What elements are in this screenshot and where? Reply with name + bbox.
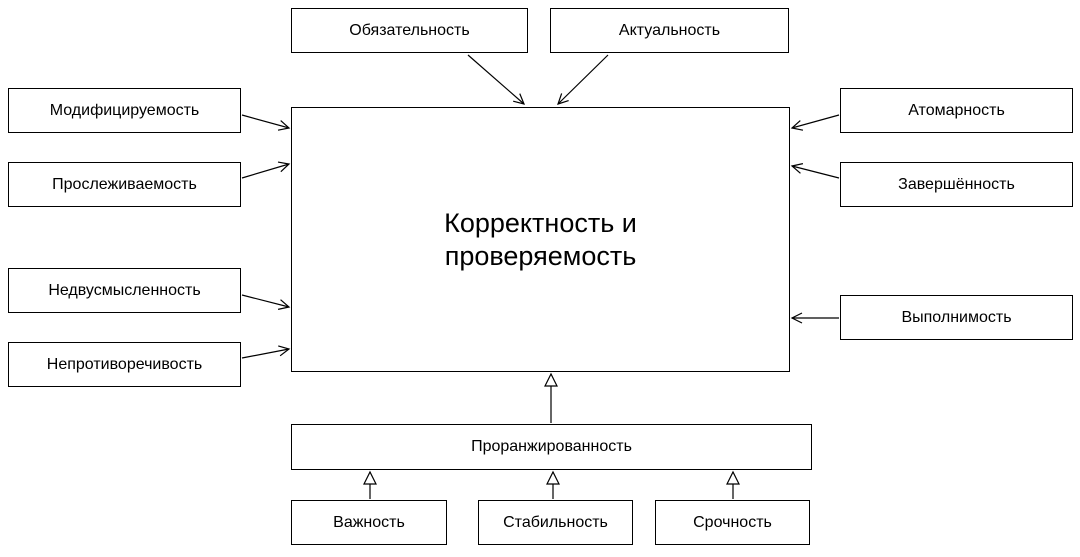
- node-modifiability-label: Модифицируемость: [49, 101, 200, 119]
- node-ranked: Проранжированность: [291, 424, 812, 470]
- node-completeness: Завершённость: [840, 162, 1073, 207]
- node-stability: Стабильность: [478, 500, 633, 545]
- arrow-relevance-to-center: [557, 54, 609, 105]
- node-importance: Важность: [291, 500, 447, 545]
- node-feasibility-label: Выполнимость: [901, 308, 1012, 326]
- center-label-line1: Корректность и: [444, 208, 637, 239]
- node-obligatoriness-label: Обязательность: [349, 21, 470, 39]
- node-traceability-label: Прослеживаемость: [52, 175, 197, 193]
- node-modifiability: Модифицируемость: [8, 88, 241, 133]
- arrow-consistency-to-center: [241, 345, 291, 359]
- node-importance-label: Важность: [333, 513, 405, 531]
- node-relevance: Актуальность: [550, 8, 789, 53]
- arrow-modifiability-to-center: [241, 114, 291, 131]
- arrow-obligatoriness-to-center: [467, 54, 526, 105]
- node-obligatoriness: Обязательность: [291, 8, 528, 53]
- node-traceability: Прослеживаемость: [8, 162, 241, 207]
- node-unambiguity: Недвусмысленность: [8, 268, 241, 313]
- node-atomicity-label: Атомарность: [908, 101, 1005, 119]
- arrow-unambiguity-to-center: [241, 294, 291, 310]
- arrow-completeness-to-center: [790, 163, 840, 179]
- node-urgency-label: Срочность: [693, 513, 772, 531]
- arrow-traceability-to-center: [241, 161, 291, 179]
- node-relevance-label: Актуальность: [618, 21, 721, 39]
- arrow-atomicity-to-center: [790, 114, 840, 131]
- node-ranked-label: Проранжированность: [471, 438, 632, 456]
- node-unambiguity-label: Недвусмысленность: [48, 281, 201, 299]
- node-feasibility: Выполнимость: [840, 295, 1073, 340]
- node-center: Корректность и проверяемость: [291, 107, 790, 372]
- node-urgency: Срочность: [655, 500, 810, 545]
- node-atomicity: Атомарность: [840, 88, 1073, 133]
- node-stability-label: Стабильность: [503, 513, 608, 531]
- center-label: Корректность и проверяемость: [444, 207, 637, 272]
- node-consistency-label: Непротиворечивость: [46, 355, 203, 373]
- node-consistency: Непротиворечивость: [8, 342, 241, 387]
- center-label-line2: проверяемость: [444, 240, 637, 271]
- node-completeness-label: Завершённость: [898, 175, 1015, 193]
